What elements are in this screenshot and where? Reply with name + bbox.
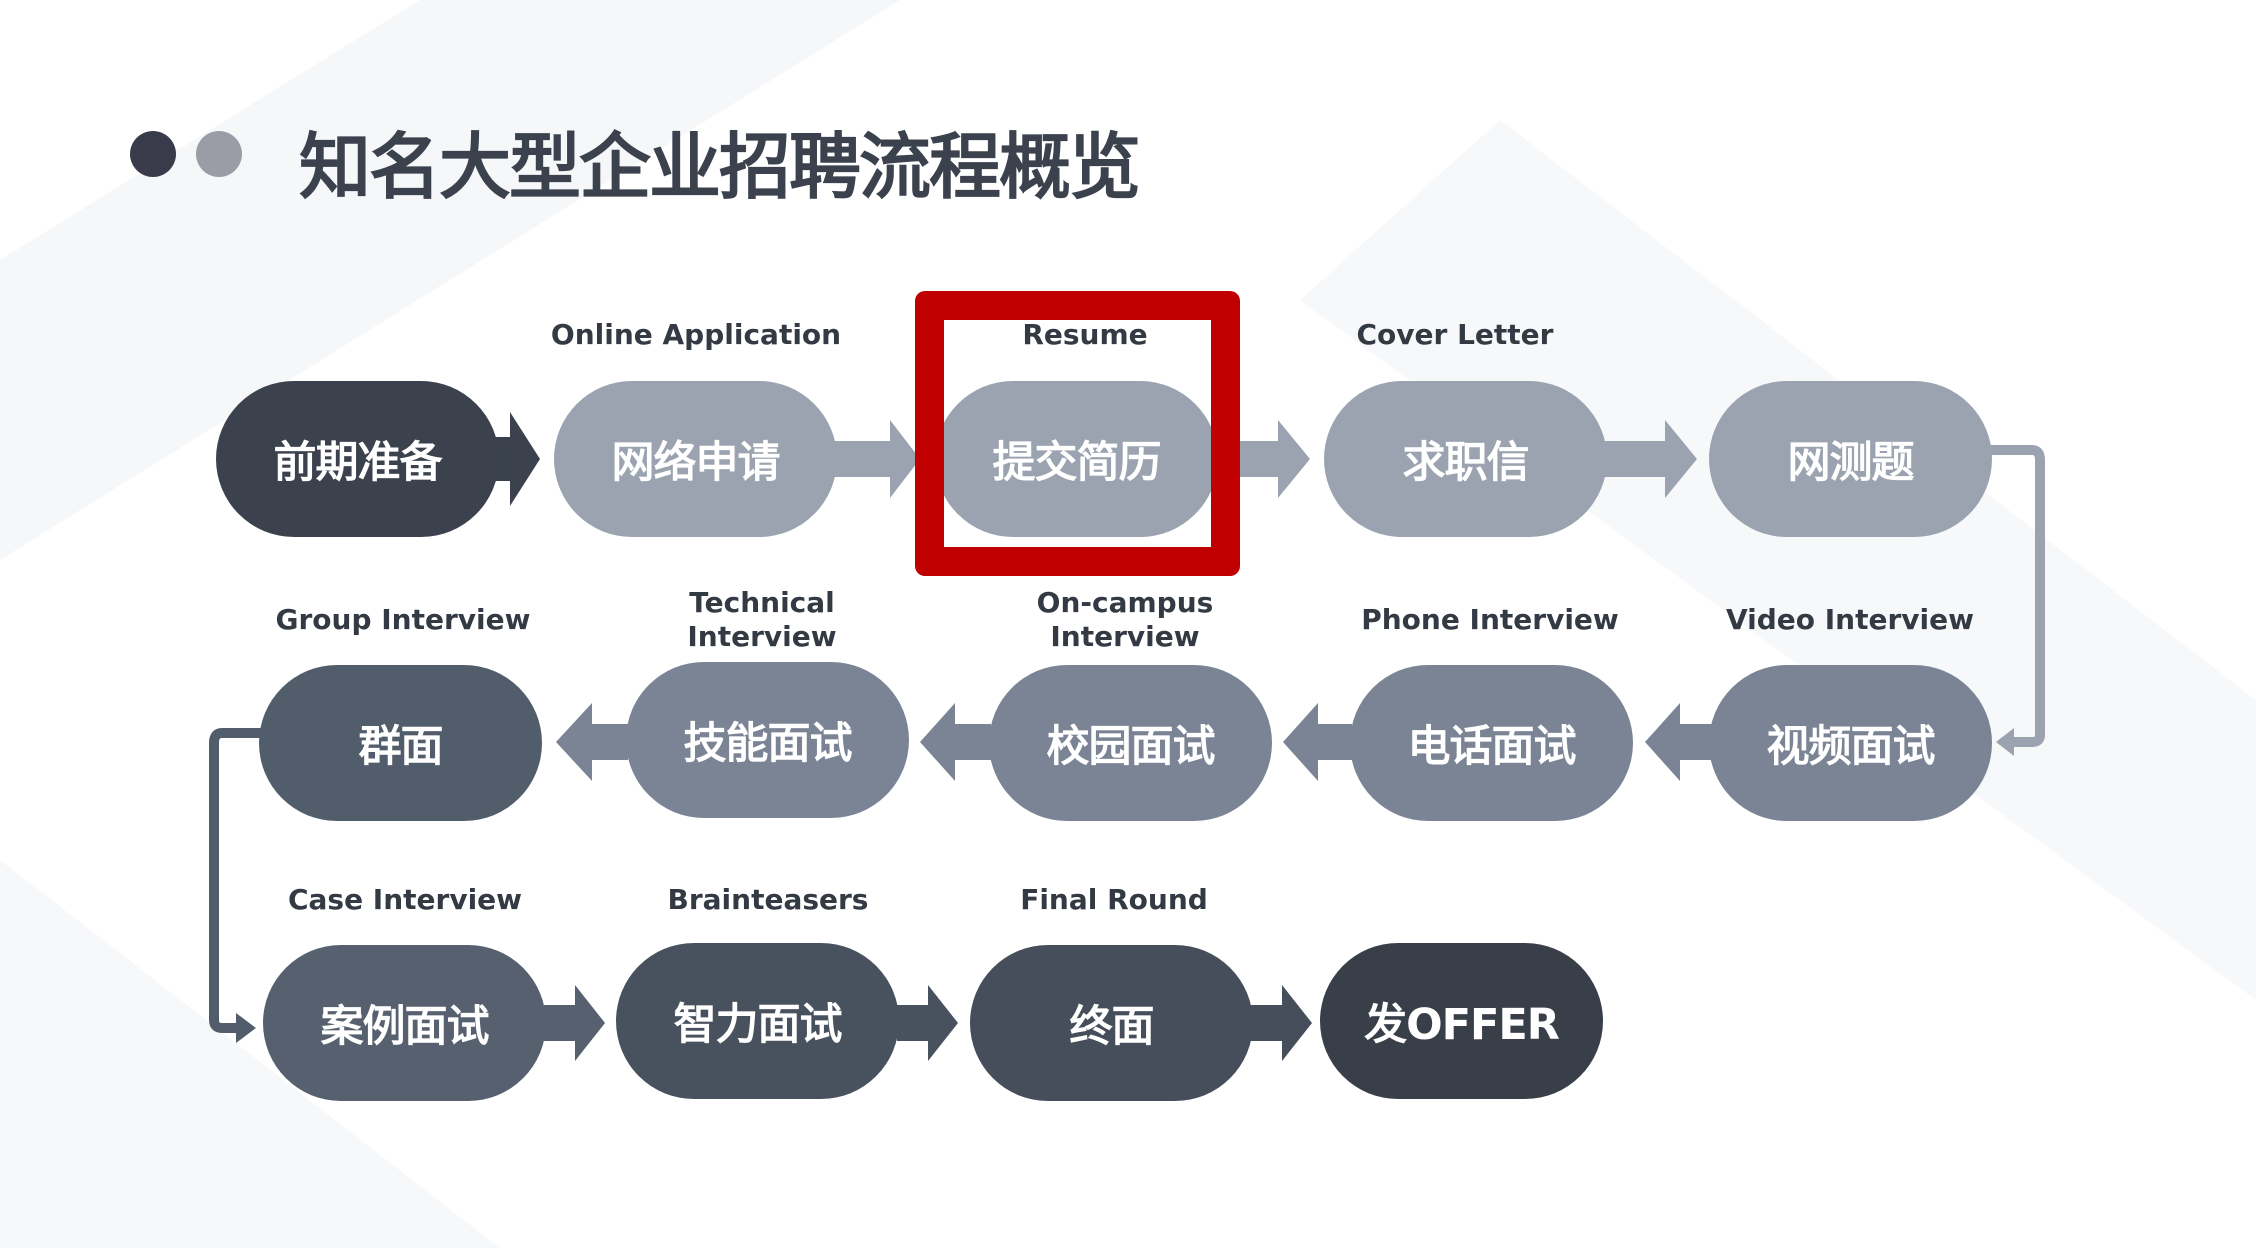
step-pill-brainteasers: 智力面试 [616, 943, 899, 1099]
step-label: Final Round [1020, 883, 1208, 916]
step-pill-cover-letter: 求职信 [1324, 381, 1607, 537]
step-pill-video-interview: 视频面试 [1709, 665, 1992, 821]
step-pill-case-interview: 案例面试 [263, 945, 546, 1101]
page-title: 知名大型企业招聘流程概览 [299, 125, 1141, 209]
step-pill-resume: 提交简历 [935, 381, 1218, 537]
title-dot-light [196, 131, 242, 177]
step-pill-preparation: 前期准备 [216, 381, 499, 537]
step-pill-technical-interview: 技能面试 [626, 662, 909, 818]
step-label: Cover Letter [1356, 318, 1554, 351]
step-pill-group-interview: 群面 [259, 665, 542, 821]
step-label: Phone Interview [1361, 603, 1619, 636]
arrow-right-icon [1251, 985, 1312, 1061]
arrow-left-icon [1645, 703, 1712, 781]
arrow-left-icon [556, 703, 628, 781]
step-pill-campus-interview: 校园面试 [989, 665, 1272, 821]
arrow-left-icon [1996, 728, 2014, 756]
connector-right [1990, 445, 2045, 747]
arrow-right-icon [544, 985, 605, 1061]
arrow-left-icon [1283, 703, 1352, 781]
step-pill-online-test: 网测题 [1709, 381, 1992, 537]
step-label: Brainteasers [667, 883, 869, 916]
step-pill-online-application: 网络申请 [554, 381, 837, 537]
step-label: Technical Interview [687, 586, 837, 653]
arrow-right-icon [897, 985, 958, 1061]
highlight-box [915, 291, 1240, 576]
step-pill-offer: 发OFFER [1320, 943, 1603, 1099]
title-dot-dark [130, 131, 176, 177]
arrow-right-icon [236, 1013, 256, 1043]
arrow-right-icon [1215, 420, 1310, 498]
step-label: Case Interview [287, 883, 523, 916]
step-label: Resume [1022, 318, 1148, 351]
step-label: On-campus Interview [1036, 586, 1214, 653]
step-pill-final-round: 终面 [970, 945, 1253, 1101]
arrow-left-icon [920, 703, 991, 781]
connector-left [209, 728, 262, 1033]
step-label: Online Application [550, 318, 842, 351]
step-label: Video Interview [1725, 603, 1975, 636]
arrow-right-icon [832, 420, 920, 498]
step-pill-phone-interview: 电话面试 [1350, 665, 1633, 821]
step-label: Group Interview [275, 603, 531, 636]
arrow-right-icon [1603, 420, 1697, 498]
